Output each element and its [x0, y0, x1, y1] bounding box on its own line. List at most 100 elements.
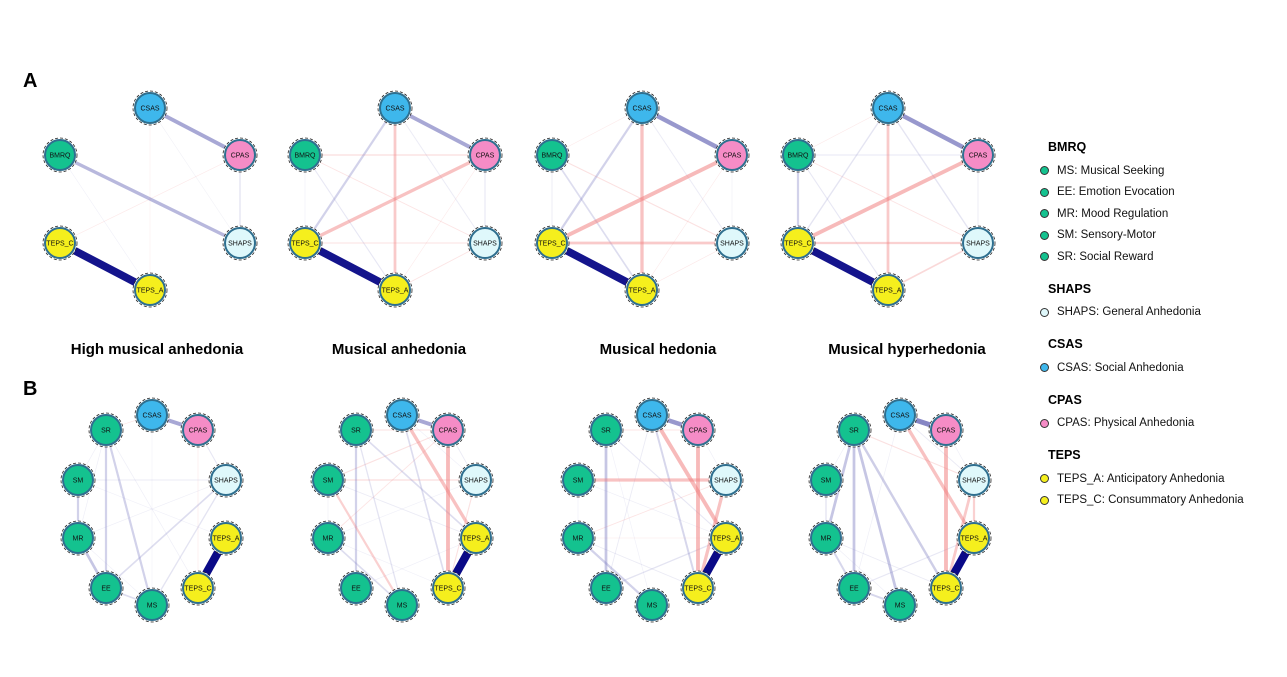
- node-csas: CSAS: [870, 90, 906, 126]
- legend-item: SR: Social Reward: [1040, 246, 1280, 268]
- node-label: SR: [849, 428, 859, 435]
- node-label: CPAS: [723, 153, 742, 160]
- legend-dot-icon: [1040, 474, 1049, 484]
- node-mr: MR: [560, 520, 596, 556]
- legend-dot-icon: [1040, 187, 1049, 197]
- legend-label: TEPS_C: Consummatory Anhedonia: [1057, 494, 1244, 507]
- node-teps-c: TEPS_C: [680, 570, 716, 606]
- node-label: BMRQ: [50, 153, 72, 160]
- node-label: BMRQ: [542, 153, 564, 160]
- edge-mr-teps_c: [825, 537, 947, 589]
- legend-label: CSAS: Social Anhedonia: [1057, 361, 1184, 374]
- node-label: SHAPS: [962, 478, 986, 485]
- node-label: CPAS: [969, 153, 988, 160]
- legend-label: SR: Social Reward: [1057, 250, 1154, 263]
- legend-label: MS: Musical Seeking: [1057, 164, 1165, 177]
- node-cpas: CPAS: [960, 137, 996, 173]
- edge-mr-shaps: [577, 479, 727, 539]
- group-title-musical-hedonia: Musical hedonia: [599, 341, 717, 358]
- node-label: TEPS_C: [784, 241, 811, 248]
- edge-sr-ms: [852, 429, 902, 606]
- node-label: TEPS_A: [629, 288, 656, 295]
- node-label: CSAS: [632, 106, 651, 113]
- edge-csas-teps_a: [400, 414, 478, 539]
- node-label: TEPS_A: [463, 536, 490, 543]
- edge-mr-teps_c: [577, 537, 699, 589]
- edge-csas-ee: [605, 414, 653, 589]
- node-shaps: SHAPS: [960, 225, 996, 261]
- node-sr: SR: [338, 412, 374, 448]
- node-label: SM: [73, 478, 84, 485]
- node-shaps: SHAPS: [467, 225, 503, 261]
- node-label: CPAS: [189, 428, 208, 435]
- legend-dot-icon: [1040, 230, 1049, 240]
- edge-cpas-teps_c: [304, 153, 486, 245]
- node-cpas: CPAS: [680, 412, 716, 448]
- legend-dot-icon: [1040, 495, 1049, 505]
- node-label: EE: [849, 586, 859, 593]
- node-csas: CSAS: [377, 90, 413, 126]
- node-label: TEPS_C: [684, 586, 711, 593]
- edge-csas-teps_a: [650, 414, 728, 539]
- legend-heading: TEPS: [1048, 448, 1081, 462]
- group-title-high-musical-anhedonia: High musical anhedonia: [70, 341, 244, 358]
- node-bmrq: BMRQ: [534, 137, 570, 173]
- edge-mr-cpas: [327, 429, 449, 539]
- node-label: SHAPS: [473, 241, 497, 248]
- edge-csas-shaps: [394, 107, 486, 244]
- node-label: MR: [573, 536, 584, 543]
- node-label: TEPS_A: [713, 536, 740, 543]
- node-label: CPAS: [439, 428, 458, 435]
- node-teps-c: TEPS_C: [287, 225, 323, 261]
- node-teps-a: TEPS_A: [458, 520, 494, 556]
- edge-cpas-teps_a: [394, 154, 486, 291]
- node-label: TEPS_C: [291, 241, 318, 248]
- edge-sr-teps_c: [852, 429, 948, 589]
- node-label: SM: [323, 478, 334, 485]
- edge-sm-teps_a: [327, 479, 477, 539]
- node-teps-c: TEPS_C: [180, 570, 216, 606]
- legend-dot-icon: [1040, 166, 1049, 176]
- node-label: TEPS_A: [961, 536, 988, 543]
- node-label: MS: [895, 603, 906, 610]
- group-title-musical-hyperhedonia: Musical hyperhedonia: [828, 341, 986, 358]
- legend-label: MR: Mood Regulation: [1057, 207, 1169, 220]
- node-cpas: CPAS: [222, 137, 258, 173]
- node-teps-a: TEPS_A: [956, 520, 992, 556]
- node-label: CPAS: [476, 153, 495, 160]
- edge-sr-ms: [104, 429, 154, 606]
- node-label: TEPS_C: [932, 586, 959, 593]
- node-label: SHAPS: [214, 478, 238, 485]
- legend-dot-icon: [1040, 252, 1049, 262]
- node-sm: SM: [310, 462, 346, 498]
- legend-item: MS: Musical Seeking: [1040, 160, 1280, 182]
- node-teps-a: TEPS_A: [624, 272, 660, 308]
- legend-dot-icon: [1040, 209, 1049, 219]
- node-teps-c: TEPS_C: [430, 570, 466, 606]
- node-label: BMRQ: [295, 153, 317, 160]
- edge-csas-teps_a: [898, 414, 976, 539]
- node-label: TEPS_C: [46, 241, 73, 248]
- node-teps-a: TEPS_A: [870, 272, 906, 308]
- node-ee: EE: [836, 570, 872, 606]
- node-cpas: CPAS: [714, 137, 750, 173]
- legend-item: TEPS_C: Consummatory Anhedonia: [1040, 490, 1280, 512]
- node-label: SHAPS: [714, 478, 738, 485]
- node-teps-c: TEPS_C: [534, 225, 570, 261]
- node-label: SR: [601, 428, 611, 435]
- node-ee: EE: [588, 570, 624, 606]
- edge-ms-shaps: [151, 479, 227, 606]
- edge-sm-teps_a: [577, 479, 727, 539]
